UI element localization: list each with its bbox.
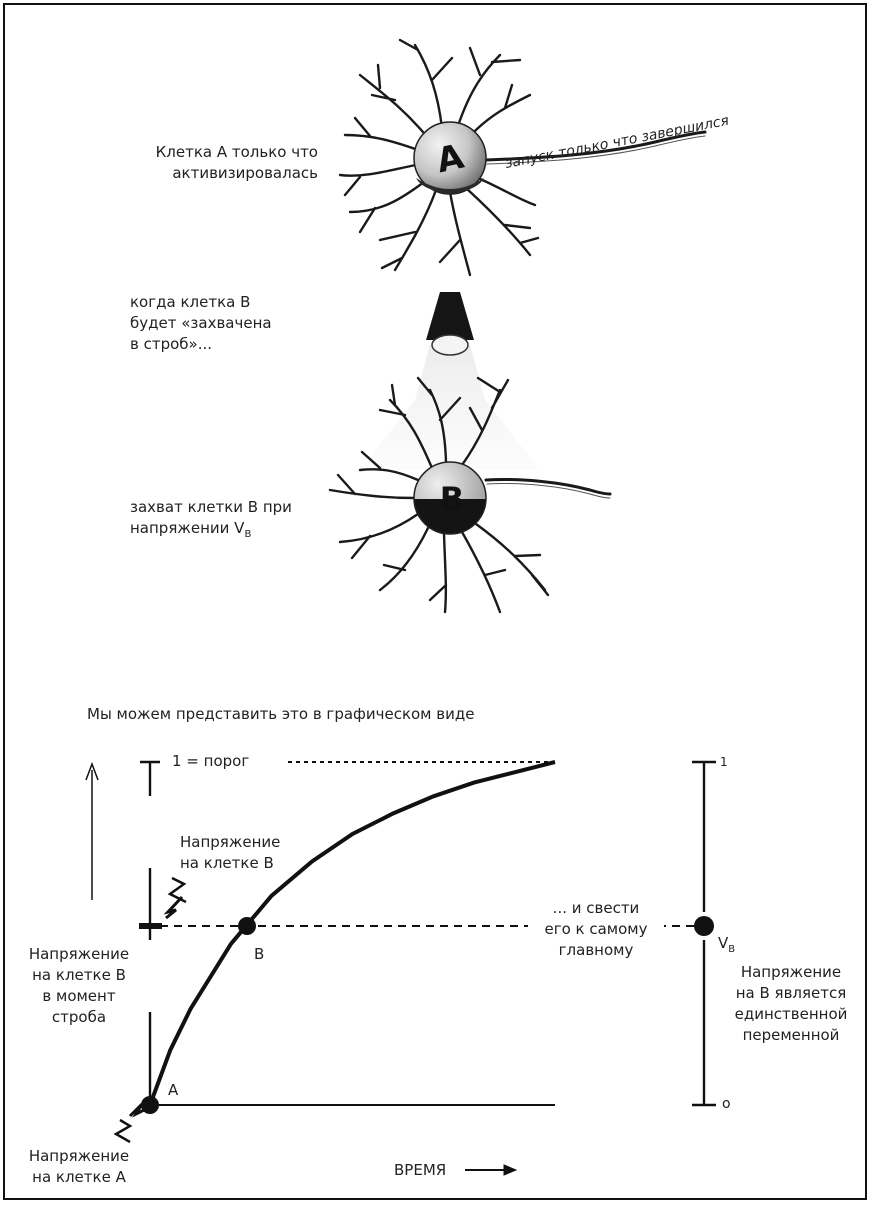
voltage-on-b-strobe: Напряжение на клетке В в момент строба — [14, 944, 144, 1028]
voltage-graph — [86, 762, 695, 1175]
neuron-b-axon — [486, 479, 610, 494]
cell-a-label: Клетка А только что активизировалась — [108, 142, 318, 184]
cell-b-letter: B — [440, 480, 464, 518]
cell-b-label-main: захват клетки В при напряжении V — [130, 498, 292, 537]
pointer-squiggle-bottom — [116, 1120, 130, 1142]
axon-caption: запуск только что завершился — [504, 113, 731, 172]
point-a-label: A — [168, 1080, 188, 1101]
cell-b-label-sub: B — [244, 529, 251, 540]
threshold-label: 1 = порог — [172, 751, 292, 772]
reduce-text: ... и свести его к самому главному — [528, 898, 664, 961]
scale-bottom-label: o — [722, 1094, 742, 1115]
scale-top-label: 1 — [720, 752, 740, 773]
voltage-curve — [150, 762, 555, 1105]
point-b-label: B — [254, 944, 274, 965]
pointer-squiggle-top — [170, 878, 186, 902]
point-a-dot — [141, 1096, 159, 1114]
lamp-shade — [426, 292, 474, 340]
strobe-text: когда клетка В будет «захвачена в строб»… — [130, 292, 330, 355]
cell-b-label: захват клетки В при напряжении VB — [130, 476, 330, 545]
voltage-on-a: Напряжение на клетке А — [14, 1146, 144, 1188]
graph-heading: Мы можем представить это в графическом в… — [87, 704, 607, 725]
voltage-on-b-top: Напряжение на клетке В — [180, 832, 330, 874]
point-b-dot — [238, 917, 256, 935]
time-label: ВРЕМЯ — [394, 1160, 464, 1181]
scale-vb-main: V — [718, 934, 728, 952]
scale-vb-label: VB — [718, 912, 758, 960]
scale-vb-sub: B — [728, 944, 735, 955]
strobe-lamp — [360, 292, 540, 470]
single-variable-text: Напряжение на В является единственной пе… — [722, 962, 860, 1046]
scale-vb-dot — [694, 916, 714, 936]
lamp-bulb — [432, 335, 468, 355]
